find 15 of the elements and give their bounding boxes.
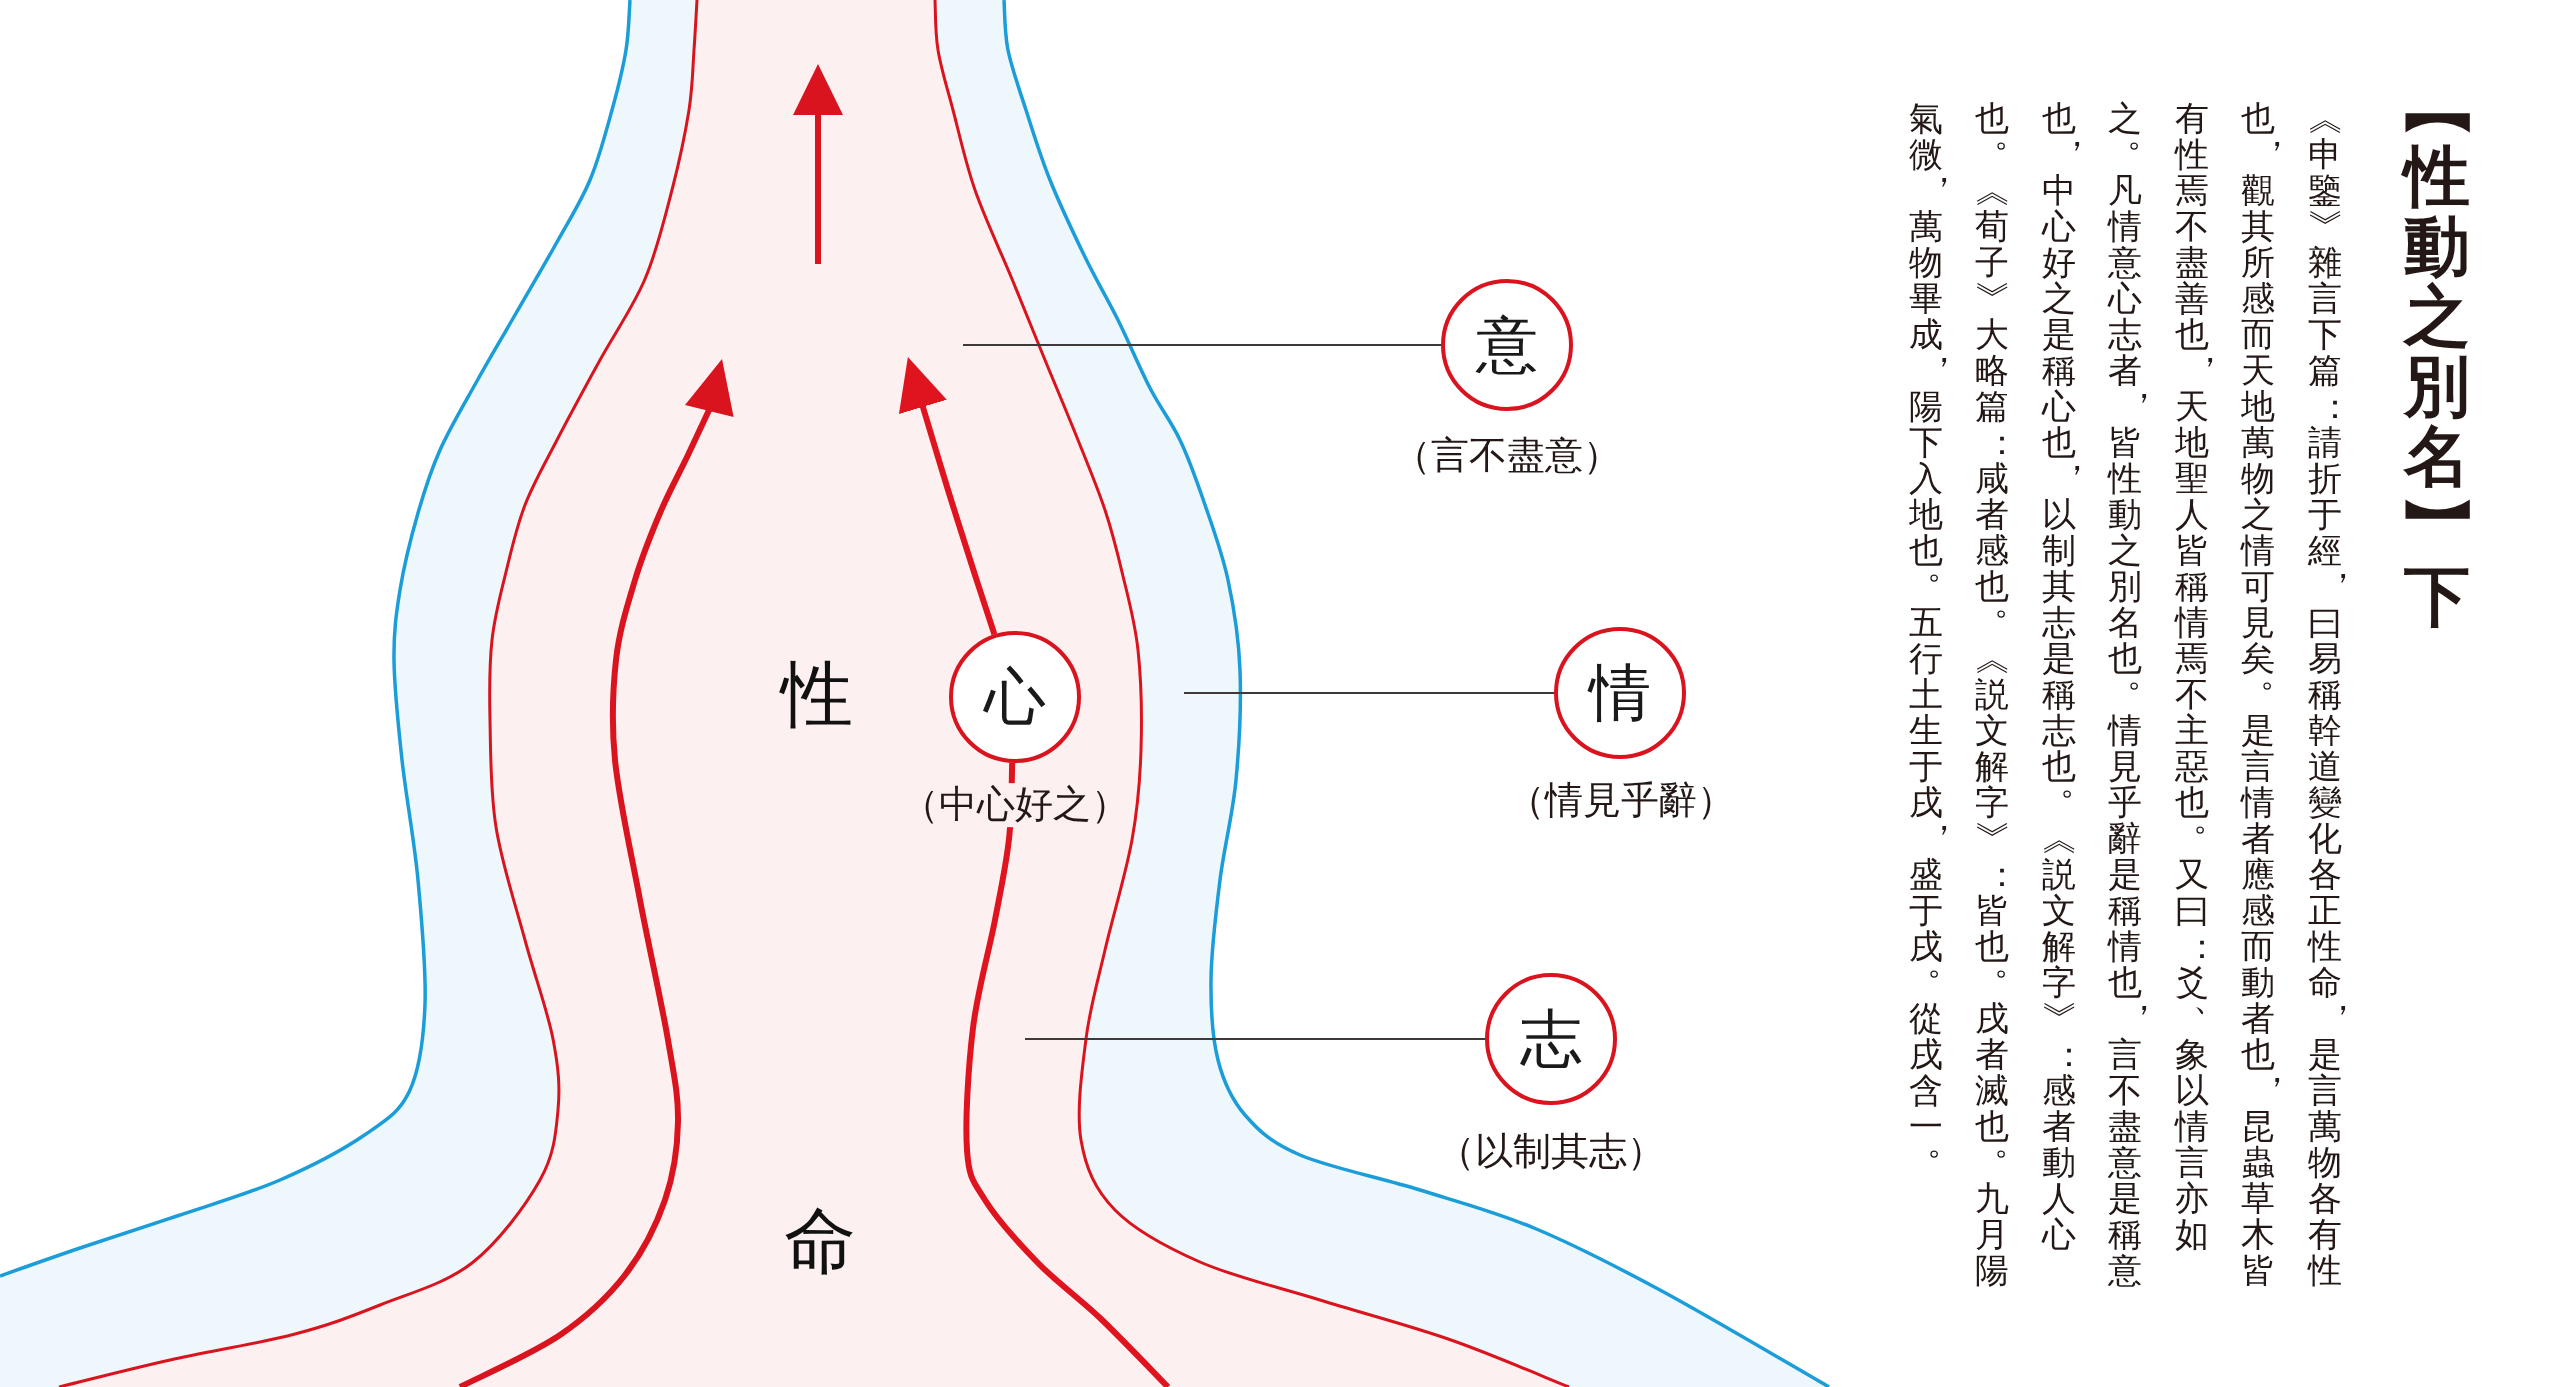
caption-text: （言不盡意） [1393,434,1621,478]
title: 【性動之別名】下 [2402,72,2472,631]
body-text: 《申鑒》雜言下篇：請折于經，曰易稱幹道變化各正性命，是言萬物各有性也，觀其所感而天地萬物之情可見矣。是言情者應感而動者也，昆蟲草木皆有性焉不盡善也，天地聖人皆稱情焉不主惡也。又曰：爻、象以情言亦如之。凡情意心志者，皆性動之別名也。情見乎辭是稱情也，言不盡意是稱意也，中心好之是稱心也，以制其志是稱志也。《説文解字》：感者動人心也。《荀子》大略篇：咸者感也。《説文解字》：皆也。戌者滅也。九月陽氣微，萬物畢成，陽下入地也。五行土生于戌，盛于戌。從戌含一。 [1907,100,2358,1288]
leader-line [1024,1038,1486,1040]
circle-node: 意 [1441,279,1573,411]
leader-line [962,344,1442,346]
caption-text: （以制其志） [1437,1130,1665,1174]
character-label: 性 [781,658,853,730]
arrow [898,357,998,636]
flow-line [963,762,1171,1387]
caption-text: （情見乎辭） [1507,779,1735,823]
character-label: 命 [784,1205,856,1277]
circle-node: 志 [1485,973,1617,1105]
leader-line [1183,692,1555,694]
circle-node: 情 [1554,627,1686,759]
